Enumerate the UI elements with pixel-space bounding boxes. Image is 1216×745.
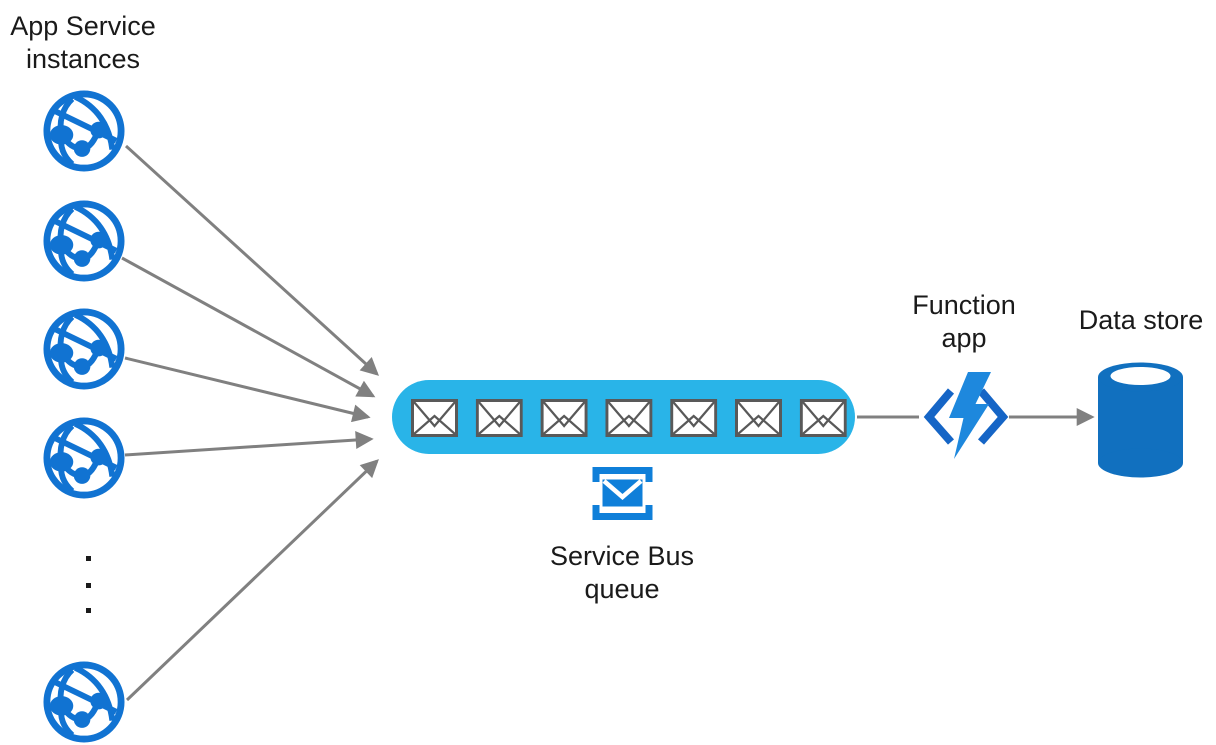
queue-message-envelope-icon: [735, 399, 782, 437]
app-service-label-line2: instances: [25, 44, 141, 74]
service-bus-queue-pill: [392, 380, 855, 454]
app-service-globe-icon: [47, 421, 121, 495]
service-bus-queue-icon: [592, 467, 653, 520]
data-store-label: Data store: [1061, 304, 1216, 337]
app-service-globe-icon: [47, 665, 121, 739]
queue-message-envelope-icon: [475, 399, 523, 437]
function-app-icon: [923, 372, 1009, 459]
queue-message-envelope-icon: [540, 399, 588, 437]
queue-message-envelope-icon: [799, 399, 847, 437]
service-bus-label-line2: queue: [584, 574, 660, 604]
app-service-globe-icon: [47, 204, 121, 278]
app-service-instances-label: App Service instances: [3, 10, 163, 76]
ellipsis-dots: [86, 556, 91, 613]
app-service-globe-icon: [47, 312, 121, 386]
service-bus-queue-label: Service Bus queue: [542, 540, 702, 606]
database-cylinder-icon: [1098, 362, 1183, 478]
function-app-label: Function app: [884, 289, 1044, 355]
instance-to-queue-arrows: [121, 144, 379, 702]
function-app-label-line1: Function: [912, 290, 1016, 320]
app-service-globe-icon: [47, 94, 121, 168]
queue-message-envelope-icon: [411, 399, 458, 437]
function-app-label-line2: app: [941, 323, 987, 353]
service-bus-label-line1: Service Bus: [549, 541, 695, 571]
queue-message-envelope-icon: [605, 399, 653, 437]
data-store-label-line1: Data store: [1078, 305, 1204, 335]
app-service-label-line1: App Service: [10, 11, 156, 41]
queue-message-envelope-icon: [670, 399, 718, 437]
